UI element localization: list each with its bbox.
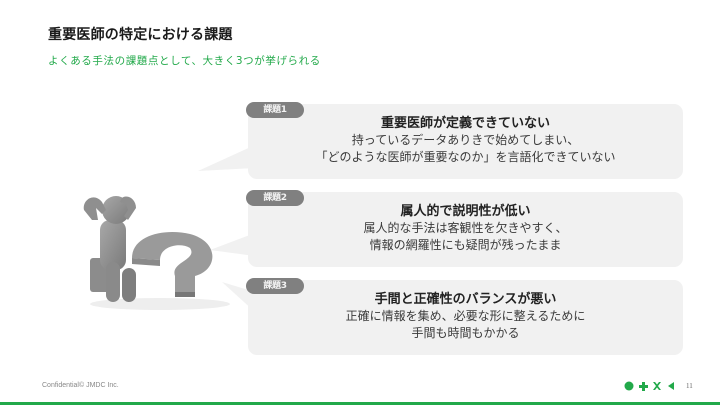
page-title: 重要医師の特定における課題: [48, 27, 233, 43]
issue-card-1: 課題1 重要医師が定義できていない 持っているデータありきで始めてしまい、 「ど…: [246, 102, 683, 179]
issue-description-line: 「どのような医師が重要なのか」を言語化できていない: [315, 150, 616, 164]
issue-description-line: 情報の網羅性にも疑問が残ったまま: [369, 238, 562, 252]
logo-triangle-icon: [668, 382, 674, 390]
issue-card-3: 課題3 手間と正確性のバランスが悪い 正確に情報を集め、必要な形に整えるために …: [246, 278, 683, 355]
page-subtitle: よくある手法の課題点として、大きく3つが挙げられる: [48, 55, 321, 67]
issue-title: 手間と正確性のバランスが悪い: [374, 292, 557, 307]
issue-description-line: 属人的な手法は客観性を欠きやすく、: [363, 221, 568, 235]
issue-title: 重要医師が定義できていない: [380, 116, 550, 131]
issue-badge: 課題1: [246, 102, 304, 118]
issue-title: 属人的で説明性が低い: [400, 204, 531, 219]
issue-description-line: 持っているデータありきで始めてしまい、: [351, 133, 580, 147]
brand-logo: [624, 381, 674, 391]
footer-accent-bar: [0, 402, 720, 405]
logo-plus-icon: [639, 382, 648, 391]
issue-badge: 課題2: [246, 190, 304, 206]
logo-cross-icon: [653, 382, 661, 390]
issue-description-line: 正確に情報を集め、必要な形に整えるために: [345, 309, 586, 323]
issue-description-line: 手間も時間もかかる: [411, 326, 520, 340]
confused-person-with-question-mark-icon: [83, 196, 230, 310]
copyright-text: Confidential© JMDC Inc.: [42, 382, 119, 389]
callout-tail-1: [198, 145, 255, 171]
logo-circle-icon: [624, 381, 634, 391]
issue-card-2: 課題2 属人的で説明性が低い 属人的な手法は客観性を欠きやすく、 情報の網羅性に…: [246, 190, 683, 267]
issue-badge: 課題3: [246, 278, 304, 294]
page-number: 11: [686, 382, 693, 390]
